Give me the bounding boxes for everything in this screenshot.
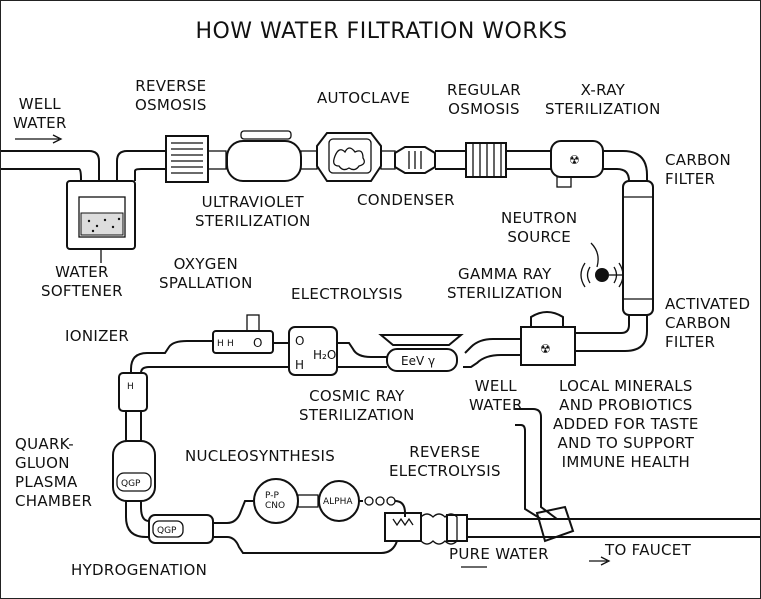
ionizer-unit: H (118, 372, 148, 441)
label-condenser: CONDENSER (357, 191, 455, 209)
carbon-filter-column (622, 180, 654, 316)
ultraviolet-unit (226, 130, 318, 182)
qgp-label: QGP (121, 479, 141, 489)
pipe-segment (603, 168, 630, 182)
pipe-segment (575, 315, 630, 334)
label-pure-water: PURE WATER (449, 545, 549, 563)
radiation-icon: ☢ (540, 342, 551, 356)
label-water-softener: WATER SOFTENER (41, 263, 123, 300)
reverse-osmosis-unit (165, 135, 227, 183)
cosmic-ray-unit: EeV γ (378, 334, 464, 372)
flow-arrow (600, 556, 611, 566)
label-local-minerals: LOCAL MINERALS AND PROBIOTICS ADDED FOR … (553, 377, 699, 471)
label-reverse-electrolysis: REVERSE ELECTROLYSIS (389, 443, 501, 480)
hydrogen-symbol: H (217, 339, 224, 349)
label-electrolysis: ELECTROLYSIS (291, 285, 403, 303)
radiation-icon: ☢ (569, 153, 580, 167)
label-activated-carbon: ACTIVATED CARBON FILTER (665, 295, 751, 351)
condenser-unit (394, 146, 466, 174)
reverse-electrolysis-unit (384, 512, 468, 545)
xray-unit: ☢ (550, 140, 604, 188)
junction-valve (535, 505, 575, 543)
label-oxygen-spallation: OXYGEN SPALLATION (159, 255, 253, 292)
electrolysis-unit: O H H₂O (288, 326, 338, 376)
pipe-segment (463, 354, 521, 368)
pipe-segment (125, 516, 149, 538)
label-qgp-chamber: QUARK- GLUON PLASMA CHAMBER (15, 435, 93, 510)
inlet-pipe (1, 134, 100, 181)
hydrogen-symbol: H (295, 358, 304, 372)
pipe-segment (116, 150, 166, 181)
pipe-segment (140, 366, 289, 374)
well-water-pipe (515, 408, 558, 520)
label-to-faucet: TO FAUCET (605, 541, 692, 559)
label-regular-osmosis: REGULAR OSMOSIS (447, 81, 521, 118)
hydrogen-symbol: H (127, 382, 134, 392)
label-autoclave: AUTOCLAVE (317, 89, 411, 107)
well-water-pipe (515, 424, 542, 520)
pipe-segment (140, 506, 150, 522)
label-neutron-source: NEUTRON SOURCE (501, 209, 578, 246)
hydrogen-symbol: H (227, 339, 234, 349)
oxygen-spallation-unit: H H O (212, 314, 289, 354)
qgp-chamber: QGP (112, 440, 156, 517)
pipe-segment (213, 536, 398, 554)
label-carbon-filter: CARBON FILTER (665, 151, 732, 188)
pipe-segment (130, 340, 213, 373)
page-title: HOW WATER FILTRATION WORKS (195, 19, 568, 44)
label-hydrogenation: HYDROGENATION (71, 561, 208, 579)
label-nucleosynthesis: NUCLEOSYNTHESIS (185, 447, 336, 465)
oxygen-symbol: O (295, 334, 304, 348)
water-formula: H₂O (313, 348, 336, 362)
label-well-water-in: WELL WATER (13, 95, 67, 132)
hydrogenation-unit: QGP (148, 514, 214, 544)
qgp-label: QGP (157, 526, 177, 536)
alpha-label: ALPHA (323, 497, 353, 507)
neutron-source (580, 242, 624, 288)
regular-osmosis-unit (465, 142, 551, 178)
label-gamma-ray: GAMMA RAY STERILIZATION (447, 265, 563, 302)
pipe-segment (575, 315, 648, 352)
label-ultraviolet: ULTRAVIOLET STERILIZATION (195, 193, 311, 230)
label-xray: X-RAY STERILIZATION (545, 81, 661, 118)
gamma-ray-unit: ☢ (520, 311, 576, 366)
eev-gamma-label: EeV γ (401, 354, 435, 368)
pipe-segment (464, 338, 521, 354)
label-ionizer: IONIZER (65, 327, 130, 345)
pipe-segment (213, 500, 253, 524)
pipe-segment (603, 150, 648, 181)
label-well-water-side: WELL WATER (469, 377, 523, 414)
autoclave-unit (316, 132, 396, 182)
label-reverse-osmosis: REVERSE OSMOSIS (135, 77, 207, 114)
pipe-segment (134, 168, 166, 181)
pipe-segment (337, 342, 387, 358)
water-softener-tank (66, 180, 136, 263)
label-cosmic-ray: COSMIC RAY STERILIZATION (299, 387, 415, 424)
oxygen-symbol: O (253, 336, 262, 350)
